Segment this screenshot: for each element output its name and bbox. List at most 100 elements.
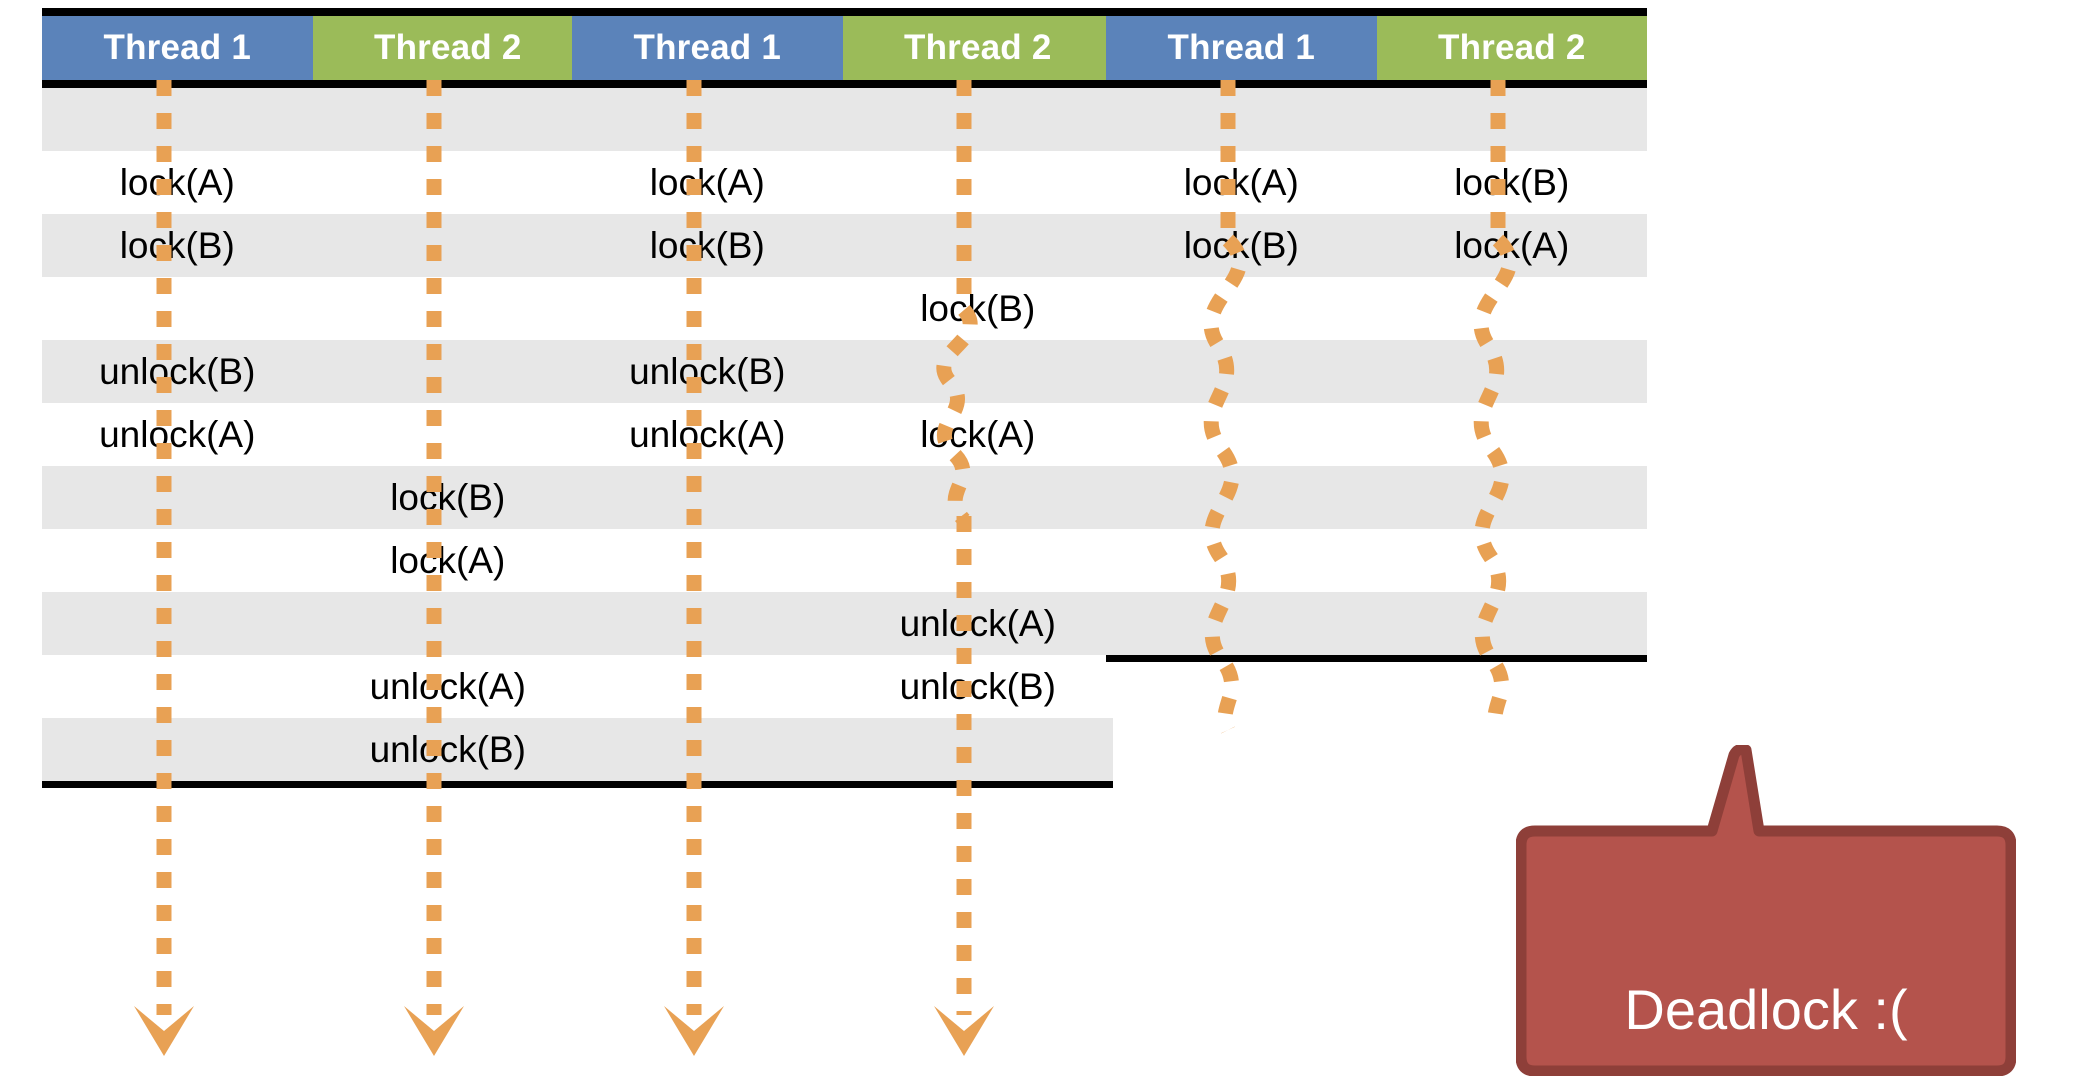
cell-thread-1: lock(A) [649,161,765,203]
table-rule-bottom [42,781,583,788]
table-rule-under-header [42,80,583,88]
cell-thread-2: lock(A) [920,413,1036,455]
cell-thread-1 [572,655,843,718]
cell-thread-2 [1377,403,1648,466]
cell-thread-2: unlock(B) [369,728,526,770]
cell-thread-1 [1106,403,1377,466]
cell-thread-2 [843,214,1114,277]
table-rule-bottom [572,781,1113,788]
cell-thread-1 [42,718,313,781]
table-row: lock(B) [572,277,1113,340]
table-rule-under-header [572,80,1113,88]
cell-thread-1: lock(B) [649,224,765,266]
table-row [42,277,583,340]
table-row: unlock(A) lock(A) [572,403,1113,466]
column-header-thread-1: Thread 1 [42,16,313,80]
cell-thread-1 [42,529,313,592]
column-header-thread-2-label: Thread 2 [374,28,522,67]
table-row [572,718,1113,781]
cell-thread-2 [843,340,1114,403]
table-row: unlock(B) [572,655,1113,718]
panel-interleaved-blocking: Thread 1 Thread 2 lock(A) lock(B) [572,0,1113,1076]
cell-thread-2 [843,466,1114,529]
cell-thread-2 [313,88,584,151]
cell-thread-1 [572,466,843,529]
cell-thread-1 [1106,277,1377,340]
cell-thread-1 [572,718,843,781]
thread-2-arrowhead-icon [934,1006,994,1056]
table-row: unlock(A) [572,592,1113,655]
cell-thread-2: lock(B) [920,287,1036,329]
table-row: unlock(A) [42,403,583,466]
table-row: unlock(A) [42,655,583,718]
cell-thread-2 [1377,592,1648,655]
table-rule-top [1106,8,1647,16]
table-row [1106,529,1647,592]
table-row [1106,592,1647,655]
table-row [1106,403,1647,466]
cell-thread-2 [843,151,1114,214]
panel-2-rows: lock(A) lock(B) lock(B) unlock(B) unlock… [572,88,1113,781]
thread-1-arrowhead-icon [134,1006,194,1056]
column-header-thread-2: Thread 2 [1376,16,1647,80]
cell-thread-1 [1106,592,1377,655]
table-row [572,529,1113,592]
table-row [572,88,1113,151]
cell-thread-2: lock(A) [1454,224,1570,266]
cell-thread-1: lock(A) [119,161,235,203]
column-header-thread-1-label: Thread 1 [103,28,251,67]
panel-sequential: Thread 1 Thread 2 lock(A) lock(B) [42,0,583,1076]
cell-thread-1 [42,88,313,151]
cell-thread-2: unlock(A) [369,665,526,707]
table-row: unlock(B) [572,340,1113,403]
table-row [1106,340,1647,403]
cell-thread-1 [572,277,843,340]
table-row: lock(A) lock(B) [1106,151,1647,214]
cell-thread-1 [1106,529,1377,592]
column-header-thread-1: Thread 1 [572,16,843,80]
table-rule-top [42,8,583,16]
cell-thread-2: lock(B) [1454,161,1570,203]
thread-2-arrowhead-icon [404,1006,464,1056]
table-rule-under-header [1106,80,1647,88]
column-header-thread-1-label: Thread 1 [1167,28,1315,67]
table-row [1106,277,1647,340]
cell-thread-1 [42,592,313,655]
cell-thread-2 [1377,88,1648,151]
cell-thread-1: unlock(B) [629,350,786,392]
cell-thread-1 [1106,88,1377,151]
table-row [572,466,1113,529]
table-row: lock(A) [42,151,583,214]
cell-thread-1: lock(A) [1183,161,1299,203]
column-header-thread-2: Thread 2 [842,16,1113,80]
cell-thread-1 [1106,340,1377,403]
cell-thread-1: lock(B) [119,224,235,266]
cell-thread-1: unlock(A) [629,413,786,455]
table-row [42,592,583,655]
cell-thread-1 [572,529,843,592]
cell-thread-2: unlock(B) [899,665,1056,707]
table-row: lock(B) [42,466,583,529]
panel-1-rows: lock(A) lock(B) unlock(B) unlock(A) [42,88,583,781]
cell-thread-2 [313,277,584,340]
cell-thread-1 [1106,466,1377,529]
table-row [42,88,583,151]
cell-thread-1 [42,466,313,529]
table-rule-bottom [1106,655,1647,662]
cell-thread-1: lock(B) [1183,224,1299,266]
column-header-thread-1-label: Thread 1 [633,28,781,67]
column-header-thread-2-label: Thread 2 [1438,28,1586,67]
column-header-thread-1: Thread 1 [1106,16,1377,80]
cell-thread-2 [843,718,1114,781]
cell-thread-2 [1377,529,1648,592]
panel-deadlock: Thread 1 Thread 2 lock(A) lock(B) lock(B… [1106,0,1647,1076]
cell-thread-2: unlock(A) [899,602,1056,644]
cell-thread-2: lock(B) [390,476,506,518]
panel-3-rows: lock(A) lock(B) lock(B) lock(A) [1106,88,1647,655]
cell-thread-1: unlock(A) [99,413,256,455]
table-row: lock(A) [572,151,1113,214]
cell-thread-1 [572,592,843,655]
table-row [1106,88,1647,151]
cell-thread-2 [313,592,584,655]
